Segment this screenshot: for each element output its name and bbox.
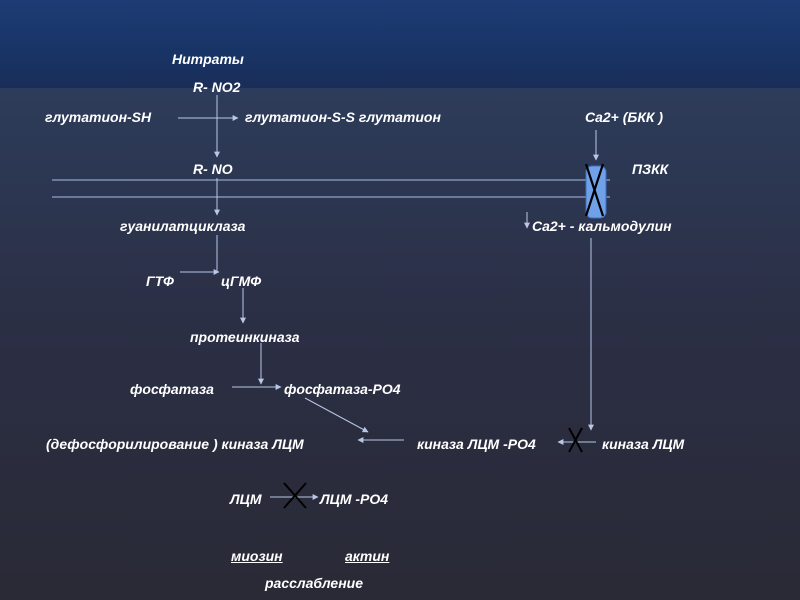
label-glutathione-ss: глутатион-S-S глутатион bbox=[245, 109, 441, 125]
label-r-no: R- NO bbox=[193, 161, 233, 177]
label-actin: актин bbox=[345, 548, 390, 564]
body-band bbox=[0, 88, 800, 600]
label-relaxation: расслабление bbox=[265, 575, 363, 591]
label-guanylate-cyclase: гуанилатциклаза bbox=[120, 218, 246, 234]
label-kinase-lcm-po4: киназа ЛЦМ -PO4 bbox=[417, 436, 536, 452]
label-myosin: миозин bbox=[231, 548, 283, 564]
label-lcm-po4: ЛЦМ -PO4 bbox=[320, 491, 389, 507]
channel-block-cross-b bbox=[584, 163, 605, 217]
label-dephosphorylation-kinase: (дефосфорилирование ) киназа ЛЦМ bbox=[46, 436, 304, 452]
label-r-no2: R- NO2 bbox=[193, 79, 241, 95]
label-ca2-bkk: Ca2+ (БКК ) bbox=[585, 109, 664, 125]
lcm-block-cross-b bbox=[283, 482, 307, 509]
label-lcm: ЛЦМ bbox=[230, 491, 262, 507]
arrow-phosphatase-to-kinase bbox=[304, 397, 369, 433]
label-phosphatase-po4: фосфатаза-PO4 bbox=[284, 381, 401, 397]
kinase-block-cross-b bbox=[568, 427, 583, 453]
label-kinase-lcm: киназа ЛЦМ bbox=[602, 436, 685, 452]
label-ca-calmodulin: Ca2+ - кальмодулин bbox=[532, 218, 672, 234]
label-cgmp: цГМФ bbox=[221, 273, 262, 289]
label-nitrates: Нитраты bbox=[172, 51, 244, 67]
title-band bbox=[0, 0, 800, 88]
label-protein-kinase: протеинкиназа bbox=[190, 329, 300, 345]
label-gtp: ГТФ bbox=[146, 273, 174, 289]
label-glutathione-sh: глутатион-SH bbox=[45, 109, 152, 125]
label-phosphatase: фосфатаза bbox=[130, 381, 214, 397]
label-pzkk: ПЗКК bbox=[632, 161, 669, 177]
